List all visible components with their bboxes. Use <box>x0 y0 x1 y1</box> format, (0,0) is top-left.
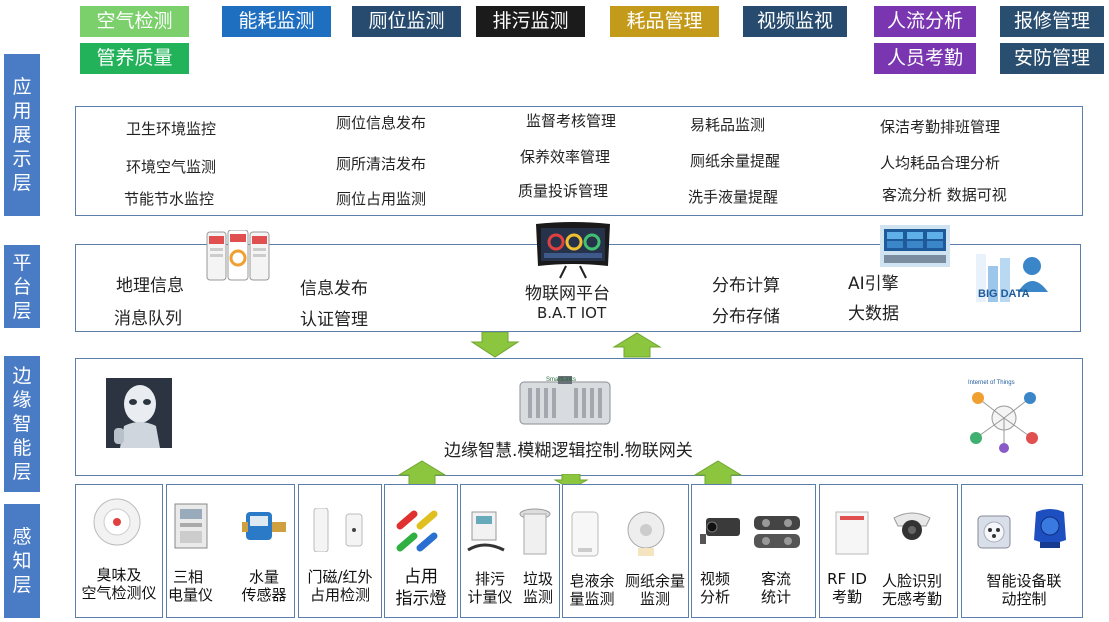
sensor-label: 厕纸余量 监测 <box>624 572 685 608</box>
sewage-meter-image <box>464 510 508 554</box>
odor-sensor-image <box>92 497 142 547</box>
rfid-reader-image <box>834 510 870 556</box>
up-arrow <box>397 460 447 486</box>
app-item: 易耗品监测 <box>690 116 766 134</box>
app-item: 质量投诉管理 <box>518 182 609 200</box>
paper-dispenser-image <box>626 510 666 558</box>
down-arrow <box>470 332 520 358</box>
tag-consumables[interactable]: 耗品管理 <box>610 6 719 37</box>
platform-item: AI引擎 <box>848 274 899 294</box>
app-item: 客流分析 数据可视 <box>882 186 1007 204</box>
platform-item: 分布计算 <box>712 276 780 296</box>
face-camera-image <box>892 510 932 544</box>
platform-item: 物联网平台 <box>525 284 610 304</box>
layer-label-sensing: 感知层 <box>4 504 40 618</box>
app-item: 节能节水监控 <box>124 190 215 208</box>
app-item: 保洁考勤排班管理 <box>880 118 1001 136</box>
tag-maintenance-quality[interactable]: 管养质量 <box>80 43 189 74</box>
big-data-image: BIG DATA <box>974 252 1054 310</box>
iot-network-image: Internet of Things <box>966 376 1042 454</box>
dashboard-monitor-image <box>534 222 612 280</box>
people-counter-image <box>752 514 802 550</box>
app-item: 厕位占用监测 <box>336 190 427 208</box>
app-item: 卫生环境监控 <box>126 120 217 138</box>
sensor-label: 臭味及 空气检测仪 <box>81 566 157 602</box>
tag-air-detection[interactable]: 空气检测 <box>80 6 189 37</box>
platform-item: 消息队列 <box>114 309 182 329</box>
tag-energy-monitoring[interactable]: 能耗监测 <box>222 6 331 37</box>
up-arrow <box>612 332 662 358</box>
smart-fan-image <box>1030 506 1070 550</box>
phone-app-image <box>206 229 270 282</box>
platform-item: 大数据 <box>848 304 899 324</box>
application-panel <box>75 106 1083 216</box>
app-item: 厕位信息发布 <box>336 114 427 132</box>
sensor-label: 排污 计量仪 <box>467 570 513 606</box>
sensor-cell-door <box>298 484 382 618</box>
svg-text:BIG DATA: BIG DATA <box>978 288 1030 300</box>
app-item: 人均耗品合理分析 <box>880 154 1001 172</box>
layer-label-edge: 边缘智能层 <box>4 356 40 492</box>
sensor-label: 门磁/红外 占用检测 <box>307 568 373 604</box>
sensor-label: RF ID 考勤 <box>827 570 867 606</box>
platform-item: 认证管理 <box>300 310 368 330</box>
sensor-label: 客流 统计 <box>760 570 791 606</box>
layer-label-application: 应用展示层 <box>4 54 40 216</box>
tag-video-surveillance[interactable]: 视频监视 <box>743 6 847 37</box>
svg-text:Internet of Things: Internet of Things <box>968 380 1015 386</box>
tag-people-flow[interactable]: 人流分析 <box>874 6 976 37</box>
layer-label-platform: 平台层 <box>4 245 40 328</box>
tag-repair-management[interactable]: 报修管理 <box>1000 6 1104 37</box>
tag-security-management[interactable]: 安防管理 <box>1000 43 1104 74</box>
sensor-label: 水量 传感器 <box>241 568 287 604</box>
platform-item: B.A.T IOT <box>537 304 607 322</box>
door-sensor-image <box>308 507 368 553</box>
svg-text:SmartLinks: SmartLinks <box>546 377 576 383</box>
sensor-cell-linkage <box>961 484 1083 618</box>
tag-stall-monitoring[interactable]: 厕位监测 <box>352 6 461 37</box>
smart-socket-image <box>976 514 1012 550</box>
app-item: 环境空气监测 <box>126 158 217 176</box>
app-item: 厕纸余量提醒 <box>690 152 781 170</box>
control-room-image <box>880 225 950 267</box>
sensor-label: 视频 分析 <box>699 570 730 606</box>
water-sensor-image <box>242 504 288 548</box>
up-arrow <box>693 460 743 486</box>
app-item: 厕所清洁发布 <box>336 155 427 173</box>
sensor-label: 三相 电量仪 <box>168 568 214 604</box>
power-meter-image <box>174 503 208 549</box>
soap-dispenser-image <box>570 510 600 558</box>
sensor-label: 占用 指示燈 <box>395 567 447 609</box>
app-item: 监督考核管理 <box>526 112 617 130</box>
sensor-label: 人脸识别 无感考勤 <box>881 572 942 608</box>
garbage-sensor-image <box>518 508 552 556</box>
app-item: 保养效率管理 <box>520 148 611 166</box>
app-item: 洗手液量提醒 <box>688 188 779 206</box>
sensor-label: 垃圾 监测 <box>522 570 553 606</box>
sensor-cell-attendance <box>819 484 958 618</box>
indicator-light-image <box>394 508 440 554</box>
edge-gateway-image: SmartLinks <box>518 374 612 426</box>
tag-attendance[interactable]: 人员考勤 <box>874 43 976 74</box>
platform-item: 地理信息 <box>116 276 184 296</box>
video-camera-image <box>698 516 742 546</box>
robot-image <box>106 378 172 448</box>
platform-item: 信息发布 <box>300 279 368 299</box>
sensor-label: 智能设备联 动控制 <box>986 572 1062 608</box>
sensor-label: 皂液余 量监测 <box>569 572 615 608</box>
sensor-cell-video <box>691 484 816 618</box>
edge-description: 边缘智慧.模糊逻辑控制.物联网关 <box>444 441 693 461</box>
platform-item: 分布存储 <box>712 307 780 327</box>
tag-sewage-monitoring[interactable]: 排污监测 <box>476 6 585 37</box>
